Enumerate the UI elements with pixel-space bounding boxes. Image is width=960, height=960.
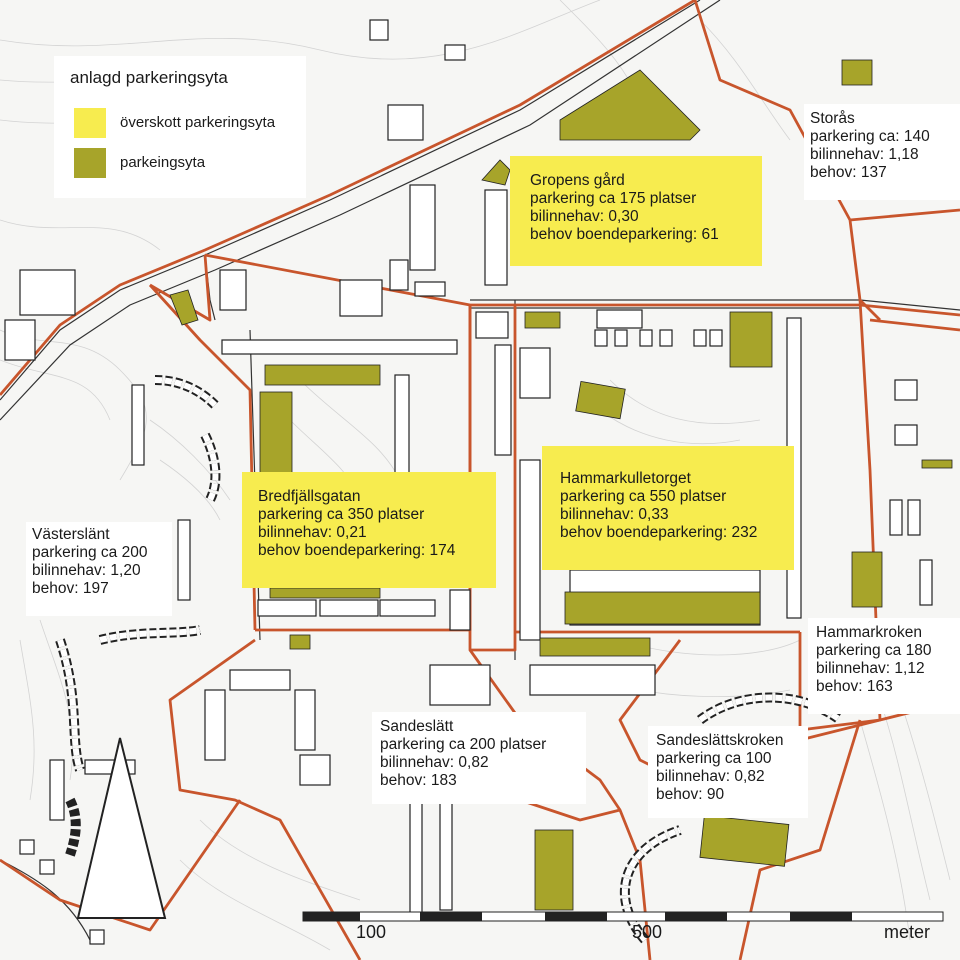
scale-bar bbox=[302, 911, 944, 922]
parking-hammarkroken bbox=[851, 551, 883, 608]
parking-storas bbox=[841, 59, 873, 86]
area-label-bredfjallsgatan: Bredfjällsgatan parkering ca 350 platser… bbox=[242, 472, 496, 588]
parking-sandeslatt bbox=[534, 829, 574, 911]
area-demand: behov boendeparkering: 174 bbox=[258, 542, 456, 559]
area-parking: parkering ca 350 platser bbox=[258, 506, 425, 523]
legend-label-parking: parkeingsyta bbox=[120, 154, 206, 171]
border-far-east bbox=[869, 318, 960, 332]
area-name: Bredfjällsgatan bbox=[258, 488, 361, 505]
area-name: Storås bbox=[810, 110, 855, 127]
parking-hammarkroken-strip bbox=[921, 459, 953, 469]
north-arrow bbox=[76, 737, 167, 919]
parking-hammarkulle-south bbox=[564, 591, 761, 625]
area-name: Gropens gård bbox=[530, 172, 625, 189]
parking-top-right-block bbox=[729, 311, 773, 368]
area-car-ownership: bilinnehav: 1,12 bbox=[816, 660, 925, 677]
parking-sandeslattskroken bbox=[699, 815, 790, 867]
legend-swatch-surplus bbox=[74, 108, 106, 138]
area-demand: behov boendeparkering: 61 bbox=[530, 226, 719, 243]
area-name: Sandeslätt bbox=[380, 718, 454, 735]
area-label-hammarkroken: Hammarkroken parkering ca 180 bilinnehav… bbox=[808, 618, 960, 714]
legend-title: anlagd parkeringsyta bbox=[70, 68, 228, 87]
scale-label-500: 500 bbox=[632, 922, 663, 942]
legend-swatch-parking bbox=[74, 148, 106, 178]
parking-hammarkulle-strip bbox=[539, 637, 651, 657]
area-car-ownership: bilinnehav: 0,30 bbox=[530, 208, 639, 225]
area-car-ownership: bilinnehav: 0,82 bbox=[380, 754, 489, 771]
scale-label-100: 100 bbox=[356, 922, 387, 942]
area-car-ownership: bilinnehav: 0,82 bbox=[656, 768, 765, 785]
area-label-sandeslatt: Sandeslätt parkering ca 200 platser bili… bbox=[372, 712, 586, 804]
border-storas bbox=[849, 208, 960, 222]
area-demand: behov: 137 bbox=[810, 164, 887, 181]
area-parking: parkering ca 180 bbox=[816, 642, 932, 659]
border-center-top bbox=[204, 253, 960, 317]
area-name: Hammarkroken bbox=[816, 624, 922, 641]
area-parking: parkering ca 550 platser bbox=[560, 488, 727, 505]
area-parking: parkering ca 175 platser bbox=[530, 190, 697, 207]
parking-bredfjall-bottom bbox=[269, 587, 381, 599]
scale-label-meter: meter bbox=[884, 922, 931, 942]
border-north-road bbox=[0, 0, 696, 396]
parking-center-slanted bbox=[575, 380, 626, 420]
area-label-sandeslattskroken: Sandeslättskroken parkering ca 100 bilin… bbox=[648, 726, 808, 818]
area-car-ownership: bilinnehav: 0,33 bbox=[560, 506, 669, 523]
legend-label-surplus: överskott parkeringsyta bbox=[120, 114, 276, 131]
area-car-ownership: bilinnehav: 1,18 bbox=[810, 146, 919, 163]
legend: anlagd parkeringsyta överskott parkering… bbox=[54, 56, 306, 198]
area-car-ownership: bilinnehav: 0,21 bbox=[258, 524, 367, 541]
area-label-gropens-gard: Gropens gård parkering ca 175 platser bi… bbox=[510, 156, 762, 266]
parking-vasterslant-north bbox=[169, 289, 199, 326]
parking-center-small bbox=[524, 311, 561, 329]
parking-bredfjall-south-small bbox=[289, 634, 311, 650]
area-label-hammarkulletorget: Hammarkulletorget parkering ca 550 plats… bbox=[542, 446, 794, 570]
area-label-vasterslant: Västerslänt parkering ca 200 bilinnehav:… bbox=[26, 522, 172, 616]
parking-gropens-west bbox=[481, 159, 511, 186]
area-demand: behov boendeparkering: 232 bbox=[560, 524, 758, 541]
border-sandeslatt bbox=[168, 638, 362, 960]
area-label-storas: Storås parkering ca: 140 bilinnehav: 1,1… bbox=[804, 104, 960, 200]
area-demand: behov: 197 bbox=[32, 580, 109, 597]
area-demand: behov: 163 bbox=[816, 678, 893, 695]
area-name: Hammarkulletorget bbox=[560, 470, 691, 487]
parking-bredfjall-top bbox=[264, 364, 381, 386]
area-car-ownership: bilinnehav: 1,20 bbox=[32, 562, 141, 579]
parking-areas bbox=[169, 59, 953, 911]
area-parking: parkering ca 100 bbox=[656, 750, 772, 767]
parking-gropens-north bbox=[559, 69, 701, 141]
border-lower-mid bbox=[519, 798, 652, 960]
area-parking: parkering ca 200 bbox=[32, 544, 148, 561]
area-parking: parkering ca 200 platser bbox=[380, 736, 547, 753]
border-center-north bbox=[149, 254, 212, 322]
curved-buildings-inner bbox=[57, 377, 842, 942]
area-name: Västerslänt bbox=[32, 526, 110, 543]
parking-bredfjall-left bbox=[259, 391, 293, 483]
area-demand: behov: 183 bbox=[380, 772, 457, 789]
area-name: Sandeslättskroken bbox=[656, 732, 784, 749]
area-parking: parkering ca: 140 bbox=[810, 128, 930, 145]
area-demand: behov: 90 bbox=[656, 786, 725, 803]
